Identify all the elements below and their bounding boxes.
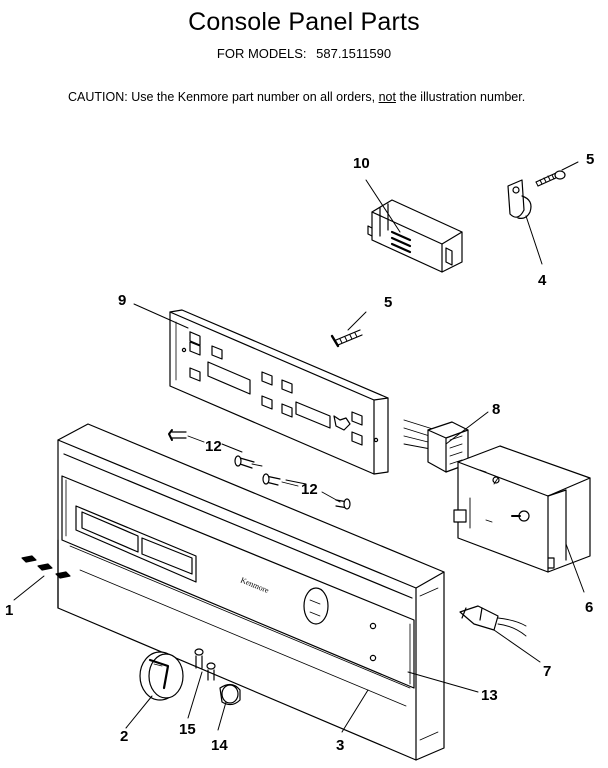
- callout-10: 10: [353, 155, 370, 172]
- part-15-screws: [194, 648, 216, 681]
- part-14-button: [219, 683, 241, 706]
- callout-4: 4: [538, 272, 547, 289]
- part-1-lenses: [21, 555, 71, 579]
- caution-note: CAUTION: Use the Kenmore part number on …: [68, 90, 525, 104]
- callout-numbers: 10 5 4 9 5 8 12 12 1 6 7 13 2 15 14 3: [5, 151, 594, 754]
- part-9-mounting-plate: [169, 309, 389, 475]
- part-5-screw-middle: [330, 329, 363, 348]
- part-10-terminal-block: [367, 199, 463, 273]
- callout-5-middle: 5: [384, 294, 392, 311]
- callout-2: 2: [120, 728, 128, 745]
- callout-5-top: 5: [586, 151, 594, 168]
- models-line: FOR MODELS: 587.1511590: [0, 46, 608, 61]
- callout-7: 7: [543, 663, 551, 680]
- model-number: 587.1511590: [316, 46, 392, 61]
- caution-suffix: the illustration number.: [399, 90, 526, 104]
- models-label: FOR MODELS:: [216, 46, 307, 61]
- part-6-timer: [453, 445, 591, 573]
- callout-6: 6: [585, 599, 593, 616]
- caution-underlined-word: not: [378, 90, 396, 104]
- callout-15: 15: [179, 721, 196, 738]
- part-7-switch: [459, 605, 527, 637]
- callout-1: 1: [5, 602, 13, 619]
- callout-3: 3: [336, 737, 344, 754]
- callout-12-lower: 12: [301, 481, 318, 498]
- page-title: Console Panel Parts: [188, 8, 420, 36]
- part-5-screw-top: [535, 170, 566, 187]
- callout-14: 14: [211, 737, 228, 754]
- callout-12-upper: 12: [205, 438, 222, 455]
- part-2-knob: [139, 651, 184, 701]
- leader-lines: [13, 161, 585, 733]
- caution-prefix: CAUTION: Use the Kenmore part number on …: [68, 90, 376, 104]
- part-12-screws: [168, 429, 351, 510]
- callout-13: 13: [481, 687, 498, 704]
- callout-8: 8: [492, 401, 500, 418]
- callout-9: 9: [118, 292, 126, 309]
- part-4-bracket: [507, 179, 532, 219]
- part-3-console-panel: Kenmore: [57, 423, 445, 761]
